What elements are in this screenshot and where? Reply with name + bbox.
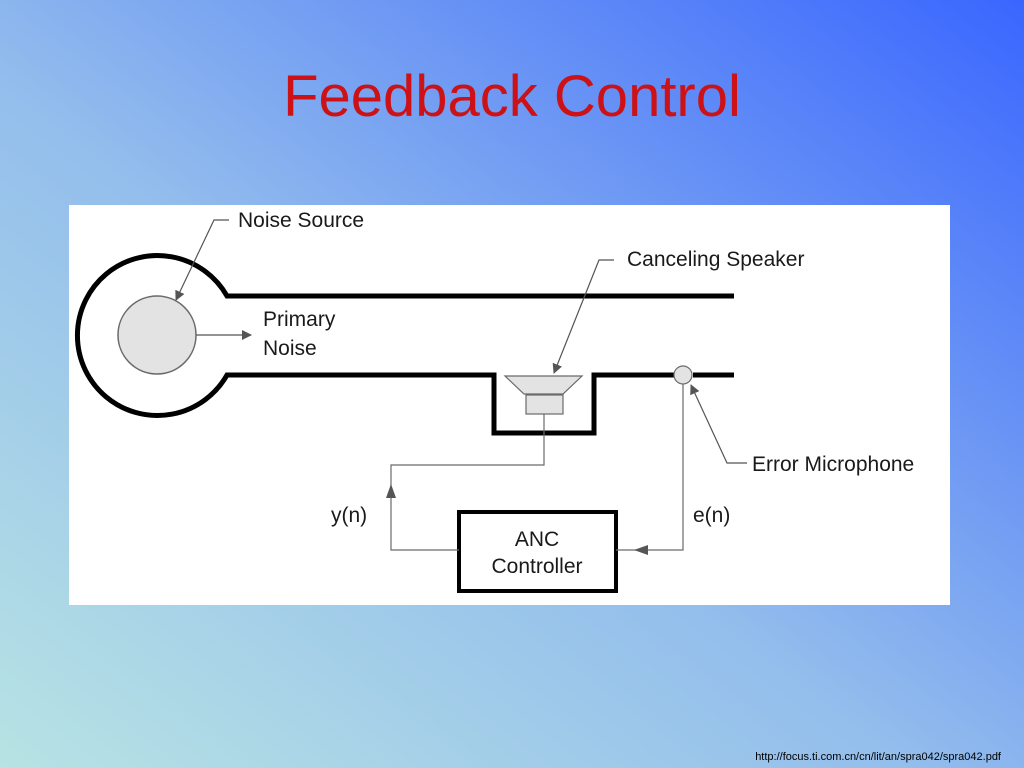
source-url: http://focus.ti.com.cn/cn/lit/an/spra042… bbox=[755, 751, 1001, 763]
error-microphone-pointer bbox=[690, 384, 747, 464]
error-signal-wire bbox=[616, 384, 684, 551]
output-signal-label: y(n) bbox=[331, 504, 367, 527]
anc-controller-label-line2: Controller bbox=[491, 555, 582, 578]
primary-noise-label-line1: Primary bbox=[263, 308, 336, 331]
anc-controller-box bbox=[457, 510, 618, 593]
error-signal-arrowhead bbox=[634, 545, 648, 555]
error-microphone-label: Error Microphone bbox=[752, 453, 914, 476]
error-signal-label: e(n) bbox=[693, 504, 730, 527]
diagram-svg: Noise Source Primary Noise Canceling Spe… bbox=[75, 209, 914, 593]
canceling-speaker-pointer bbox=[552, 259, 614, 374]
noise-source-icon bbox=[117, 295, 197, 375]
error-microphone-icon bbox=[673, 365, 693, 385]
duct-top-wall bbox=[75, 253, 734, 436]
canceling-speaker-icon bbox=[503, 375, 584, 415]
canceling-speaker-label: Canceling Speaker bbox=[627, 248, 804, 271]
noise-source-label: Noise Source bbox=[238, 209, 364, 232]
output-signal-arrowhead bbox=[386, 484, 396, 498]
noise-source-pointer bbox=[175, 219, 229, 301]
output-signal-wire bbox=[390, 414, 545, 551]
anc-controller-label-line1: ANC bbox=[515, 528, 559, 551]
anc-feedback-diagram: Noise Source Primary Noise Canceling Spe… bbox=[69, 205, 950, 605]
slide-title: Feedback Control bbox=[283, 64, 741, 129]
primary-noise-label-line2: Noise bbox=[263, 337, 317, 360]
